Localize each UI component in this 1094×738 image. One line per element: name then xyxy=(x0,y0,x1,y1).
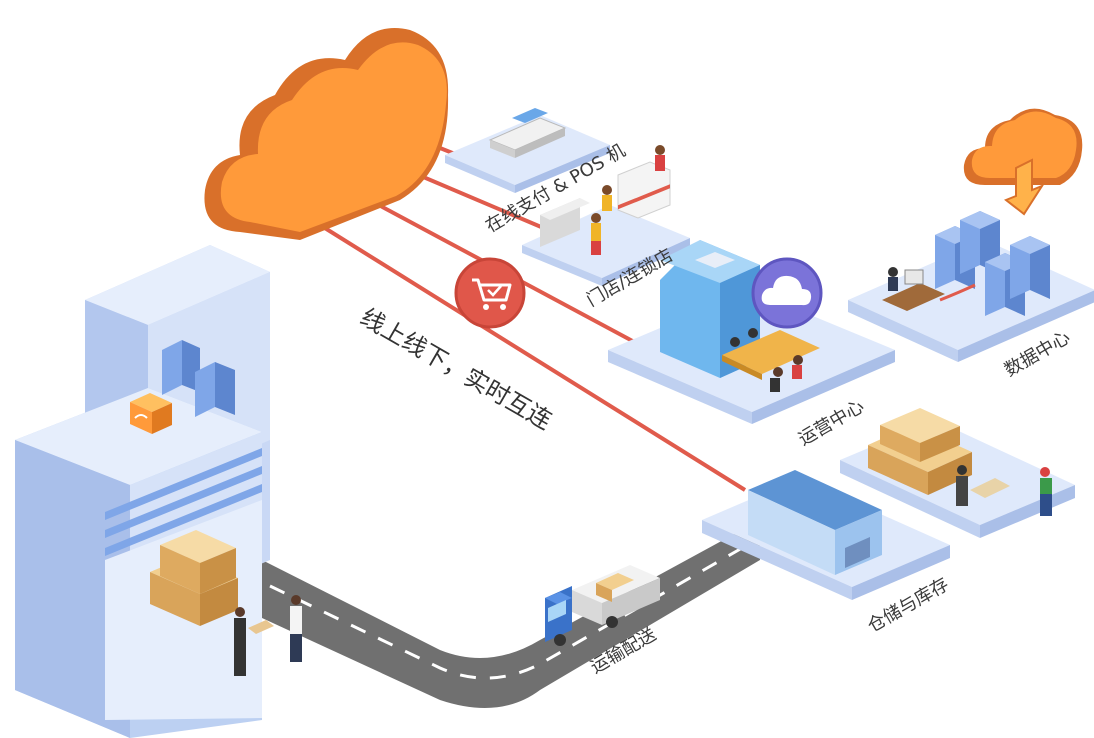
warehouse-platform xyxy=(702,470,950,600)
pos-terminal-icon xyxy=(488,108,567,158)
wifi-box-icon xyxy=(130,393,172,434)
road xyxy=(262,520,760,708)
shopping-cart-icon xyxy=(454,257,526,329)
pos-platform xyxy=(445,108,610,193)
server-rack-icon xyxy=(935,211,1050,316)
cloud-icon xyxy=(204,28,449,240)
store-platform xyxy=(522,145,690,286)
purple-cloud-icon xyxy=(751,257,823,329)
warehouse-icon xyxy=(748,470,882,575)
truck-icon xyxy=(545,565,660,646)
building-stripes xyxy=(105,448,262,556)
operations-platform xyxy=(608,240,895,424)
server-rack-icon xyxy=(162,340,235,417)
cloud-download-icon xyxy=(963,108,1083,216)
distribution-building xyxy=(15,245,302,738)
inventory-platform xyxy=(840,408,1075,538)
data-center-platform xyxy=(848,211,1094,362)
